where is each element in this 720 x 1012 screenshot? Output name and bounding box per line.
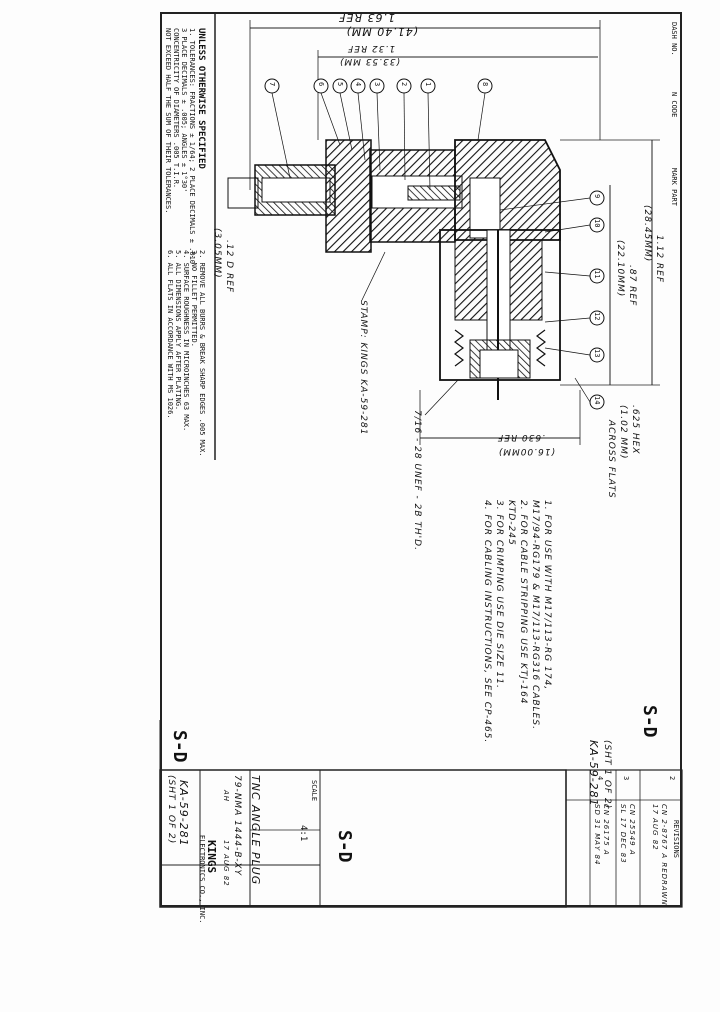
balloon-12: 12: [593, 312, 601, 321]
dim-dia-mm: (3.05MM): [212, 228, 222, 279]
scale-value: 4:1: [298, 825, 308, 842]
note-2: 2. FOR CABLE STRIPPING USE KTJ-164: [518, 500, 528, 705]
rev-2-date: 17 AUG 82: [651, 804, 659, 851]
rev-4: CN 26175 A: [602, 804, 610, 856]
dim-body-ref: 1.32 REF: [346, 43, 395, 53]
stamp-note: STAMP: KINGS KA-59-281: [358, 300, 368, 436]
rev-3-date: SL 17 DEC 83: [619, 804, 627, 864]
note-3: 3. FOR CRIMPING USE DIE SIZE 11.: [494, 500, 504, 689]
note-4: 4. FOR CABLING INSTRUCTIONS, SEE CP-465.: [482, 500, 492, 744]
sheet-of-right: (SHT 1 OF 2): [602, 740, 612, 810]
rev-3: CN 25549 A: [628, 804, 636, 856]
sd-mark-right: S-D: [639, 705, 660, 738]
balloon-11: 11: [593, 270, 601, 279]
note-1: 1. FOR USE WITH M17/113-RG 174,: [542, 500, 552, 691]
sd-mark-left: S-D: [169, 730, 190, 763]
rev-2: CN 2-8767 A REDRAWN: [660, 804, 668, 906]
dwg-sheet: (SHT 1 OF 2): [166, 775, 176, 845]
drawn-by: AH: [222, 790, 230, 803]
balloon-5: 5: [336, 82, 344, 87]
dim-overall-mm: (41.40 MM): [345, 25, 418, 38]
dim-dia-ref: .12 D REF: [224, 240, 234, 294]
rev-ltr-3: 3: [622, 776, 630, 781]
note-2b: KTD-245: [506, 500, 516, 546]
balloon-8: 8: [481, 82, 489, 87]
balloon-3: 3: [373, 82, 381, 87]
dim-height-mm: (28.45MM): [642, 205, 652, 263]
dim-overall-ref: 1.63 REF: [338, 11, 395, 24]
balloon-14: 14: [593, 396, 601, 405]
sheet-ref-right: KA-59-281: [587, 740, 600, 807]
balloon-6: 6: [317, 82, 325, 87]
balloon-7: 7: [268, 82, 276, 87]
dim-height2-ref: .87 REF: [627, 265, 637, 307]
note-1b: M17/94-RG179 & M17/113-RG316 CABLES.: [530, 500, 540, 730]
company-name: KINGS: [205, 840, 218, 874]
rev-4-date: SD 31 MAY 84: [593, 804, 601, 866]
company-sub: ELECTRONICS CO., INC.: [198, 835, 206, 924]
title-sd-mark: S-D: [334, 830, 355, 863]
dim-hex-ref: .630 REF: [496, 432, 545, 442]
dim-hex-mm: (16.00MM): [497, 446, 555, 456]
balloon-2: 2: [400, 82, 408, 87]
balloon-4: 4: [354, 82, 362, 87]
rev-ltr-2: 2: [668, 776, 676, 781]
dwg-number: KA-59-281: [177, 780, 190, 847]
dim-height-ref: 1.12 REF: [654, 235, 664, 284]
dim-flats-mm: (1.02 MM): [618, 405, 628, 460]
scale-label: SCALE: [310, 780, 318, 802]
dim-body-mm: (33.53 MM): [338, 56, 400, 66]
dim-height2-mm: (22.10MM): [615, 240, 625, 298]
revisions-heading: REVISIONS: [672, 820, 680, 858]
balloon-13: 13: [593, 349, 601, 358]
drawn-date: 17 AUG 82: [222, 840, 230, 887]
thread-spec: 7/16 - 28 UNEF - 2B TH'D.: [412, 410, 422, 551]
balloon-9: 9: [593, 194, 601, 199]
dim-flats-note: ACROSS FLATS: [606, 420, 616, 499]
sheet-border: [160, 12, 682, 907]
balloon-1: 1: [424, 82, 432, 87]
rev-ltr-4: 4: [596, 776, 604, 781]
dim-flats-ref: .625 HEX: [630, 405, 640, 455]
part-number: 79-NMA 1444-B-XY: [232, 775, 242, 876]
part-title: TNC ANGLE PLUG: [249, 775, 262, 886]
balloon-10: 10: [593, 219, 601, 228]
